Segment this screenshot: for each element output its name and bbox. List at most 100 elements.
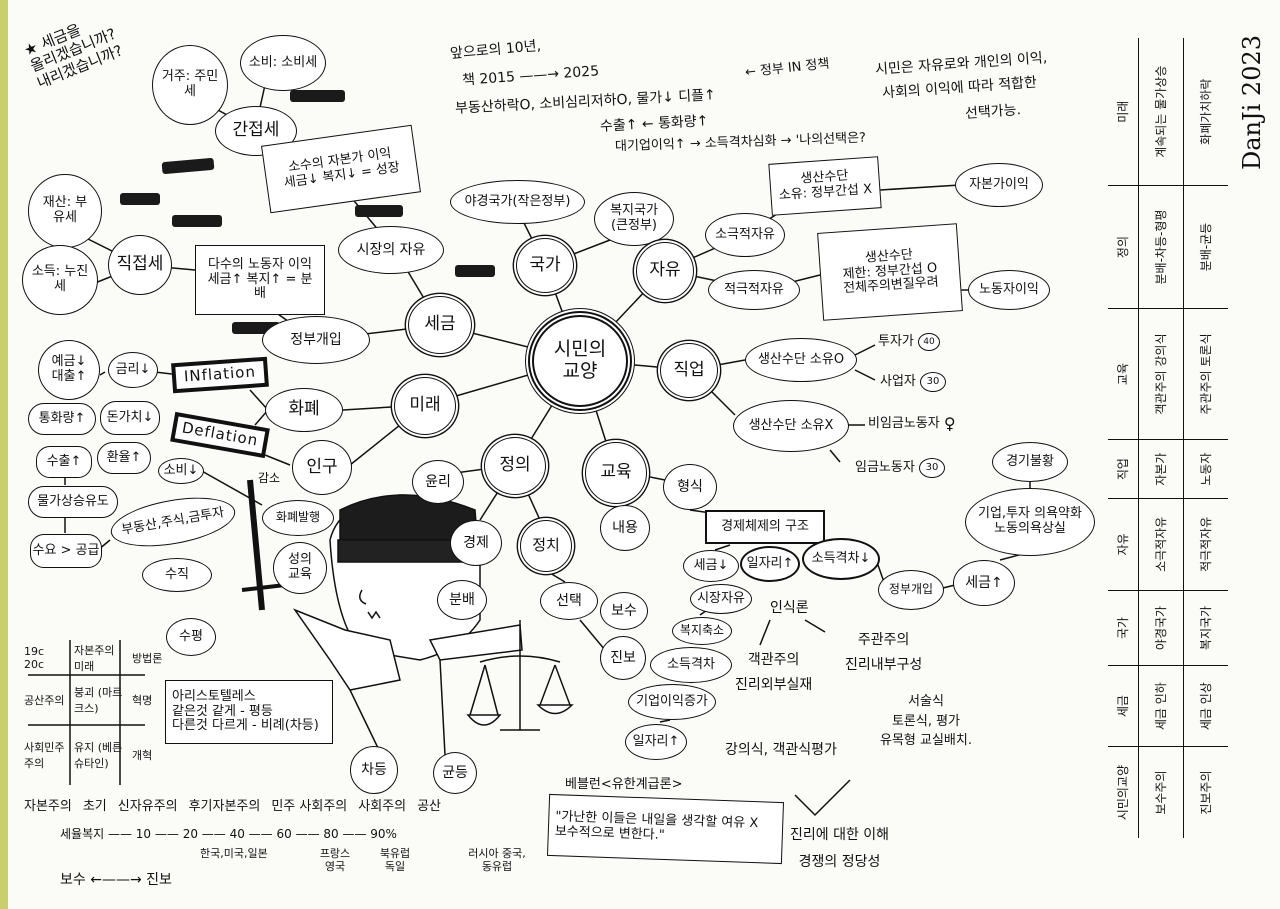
table-cell: 붕괴 (마르크스) — [74, 686, 123, 715]
conservative-progressive-axis: 보수 ←——→ 진보 — [60, 872, 172, 888]
box-line: 같은것 같게 - 평등 — [172, 703, 273, 719]
node-equal: 균등 — [433, 752, 477, 794]
label-subjectivism: 주관주의 진리내부구성 — [845, 628, 922, 678]
table-row: 진보주의 세금 인상 복지국가 적극적자유 노동자 주관주의 토론식 분배-균등… — [1183, 38, 1228, 838]
wage-text: 임금노동자 — [855, 459, 915, 475]
node-sex-education: 성의 교육 — [273, 542, 327, 594]
summary-table: 시민의교양 세금 국가 자유 직업 교육 정의 미래 보수주의 세금 인하 야경… — [1108, 38, 1228, 838]
table-cell: 사회민주주의 — [24, 741, 65, 770]
box-line: 다수의 노동자 이익 — [208, 256, 312, 272]
spectrum-item: 공산 — [417, 799, 442, 814]
table-cell: 화폐가치하락 — [1183, 38, 1228, 186]
label-objectivism: 객관주의 진리외부실재 — [735, 648, 812, 698]
center-label: 교양 — [562, 360, 598, 382]
node-welfare-state: 복지국가(큰정부) — [594, 192, 674, 246]
spectrum-item: 사회주의 — [358, 799, 407, 814]
spectrum-item: 자본주의 — [24, 799, 72, 814]
table-header: 정의 — [1108, 185, 1138, 309]
text-line: 유목형 교실배치. — [880, 733, 972, 748]
box-line: 다른것 다르게 - 비례(차등) — [172, 718, 319, 734]
table-cell: 객관주의 강의식 — [1138, 308, 1183, 440]
table-cell: 혁명 — [132, 694, 153, 707]
node-money-value: 돈가치↓ — [100, 401, 160, 435]
business-text: 사업자 — [880, 373, 916, 389]
node-motivation-loss: 기업,투자 의욕약화 노동의욕상실 — [965, 488, 1095, 556]
box-economic-structure: 경제체제의 구조 — [705, 510, 825, 544]
country-label: 한국,미국,일본 — [200, 847, 268, 860]
node-economy: 경제 — [450, 520, 502, 566]
spectrum-item: 후기자본주의 — [188, 799, 261, 814]
female-symbol-icon: ♀ — [943, 414, 956, 433]
node-jobs-up: 일자리↑ — [740, 546, 800, 582]
text-line: 객관주의 — [747, 652, 800, 668]
box-aristotle: 아리스토텔레스 같은것 같게 - 평등 다른것 다르게 - 비례(차등) — [165, 680, 333, 744]
node-demand-supply: 수요 > 공급 — [30, 534, 102, 568]
non-wage-text: 비임금노동자 — [868, 415, 940, 431]
node-form: 형식 — [663, 464, 717, 510]
node-gov-intervention-2: 정부개입 — [878, 570, 944, 610]
text-line: 토론식, 평가 — [891, 713, 961, 729]
money-bag-icon: 40 — [918, 333, 941, 351]
table-header-row: 시민의교양 세금 국가 자유 직업 교육 정의 미래 — [1108, 38, 1138, 838]
node-tax-down: 세금↓ — [683, 550, 739, 582]
node-welfare-cut: 복지축소 — [672, 617, 732, 645]
box-freedom-positive: 생산수단 제한: 정부간섭 O 전체주의변질우려 — [817, 223, 963, 321]
table-header: 국가 — [1108, 590, 1138, 666]
node-future: 미래 — [394, 377, 456, 435]
label-conclusion: 진리에 대한 이해 경쟁의 정당성 — [790, 822, 889, 875]
table-cell: 유지 (베른슈타인) — [74, 741, 123, 770]
node-market-freedom: 시장의 자유 — [338, 226, 444, 274]
text-line: 진리외부실재 — [735, 677, 813, 694]
node-no-means: 생산수단 소유X — [733, 400, 849, 452]
table-cell: 소극적자유 — [1138, 498, 1183, 591]
signature: DanJi 2023 — [1238, 34, 1266, 170]
node-money-issue: 화폐발행 — [262, 500, 334, 536]
table-cell: 세금 인하 — [1138, 665, 1183, 747]
box-line: 소유: 정부간섭 X — [778, 181, 873, 204]
node-vertical: 수직 — [142, 558, 212, 592]
spectrum-item: 신자유주의 — [117, 799, 178, 814]
table-cell: 진보주의 — [1199, 770, 1214, 815]
node-property-tax: 재산: 부유세 — [28, 174, 102, 248]
text-line: 진리내부구성 — [845, 657, 923, 674]
node-freedom: 자유 — [636, 242, 694, 300]
node-gov-intervention: 정부개입 — [262, 316, 370, 364]
node-price-rise: 물가상승유도 — [28, 486, 118, 518]
veblen-quote-box: "가난한 이들은 내일을 생각할 여유 X 보수적으로 변한다." — [546, 793, 785, 865]
label-wage: 임금노동자 30 — [855, 458, 945, 478]
node-income-tax: 소득: 누진세 — [22, 245, 98, 315]
table-row: 보수주의 세금 인하 야경국가 소극적자유 자본가 객관주의 강의식 분배-차등… — [1138, 38, 1183, 838]
node-negative-freedom: 소극적자유 — [705, 213, 785, 257]
node-consumption-tax: 소비: 소비세 — [240, 35, 326, 91]
box-majority-worker: 다수의 노동자 이익 세금↑ 복지↑ = 분배 — [195, 245, 325, 315]
node-ethics: 윤리 — [412, 460, 464, 504]
table-header: 교육 — [1108, 308, 1138, 440]
node-tax-up: 세금↑ — [953, 560, 1015, 606]
node-content: 내용 — [600, 505, 650, 551]
node-consumption-down: 소비↓ — [158, 458, 204, 484]
redaction-mark — [455, 265, 495, 277]
label-subjective-method: 서술식 토론식, 평가 유목형 교실배치. — [880, 692, 972, 751]
node-exchange-rate: 환율↑ — [97, 442, 151, 474]
node-education: 교육 — [585, 442, 647, 504]
table-cell: 방법론 — [132, 651, 163, 665]
node-conservative: 보수 — [600, 592, 648, 630]
text-line: 경쟁의 정당성 — [798, 853, 881, 870]
node-income-gap: 소득격차 — [650, 647, 732, 683]
table-header: 세금 — [1108, 665, 1138, 747]
table-cell: 복지국가 — [1183, 590, 1228, 666]
table-cell: 분배-차등-형평 — [1138, 185, 1183, 309]
table-header: 시민의교양 — [1108, 746, 1138, 838]
table-cell: 노동자 — [1183, 439, 1228, 499]
table-cell: 주관주의 토론식 — [1183, 308, 1228, 440]
node-job: 직업 — [660, 343, 718, 398]
table-cell: 세금 인상 — [1183, 665, 1228, 747]
node-rate-down: 금리↓ — [108, 352, 158, 388]
node-resident-tax: 거주: 주민세 — [152, 45, 228, 125]
table-header: 미래 — [1108, 38, 1138, 186]
redaction-mark — [290, 90, 345, 102]
table-cell: 개혁 — [132, 749, 153, 762]
table-row: 사회민주주의 유지 (베른슈타인) 개혁 — [20, 725, 166, 785]
